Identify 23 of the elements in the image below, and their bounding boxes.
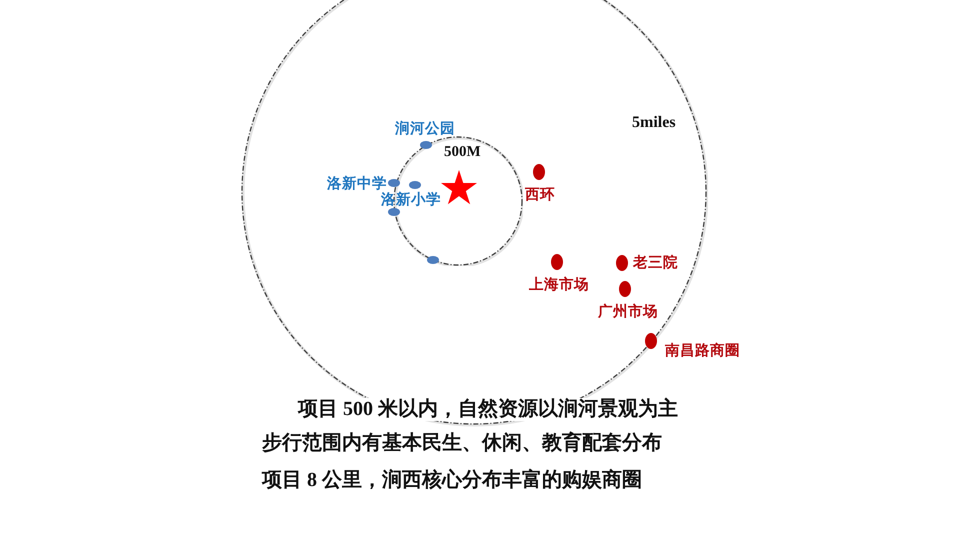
description-text: 项目 500 米以内，自然资源以涧河景观为主 — [298, 398, 678, 421]
description-text: 项目 8 公里，涧西核心分布丰富的购娱商圈 — [262, 469, 642, 492]
location-dot-icon — [388, 208, 400, 216]
location-dot-icon — [533, 164, 545, 180]
place-label: 洛新中学 — [327, 176, 387, 192]
location-dot-icon — [619, 281, 631, 297]
location-dot-icon — [551, 254, 563, 270]
distance-label: 5miles — [632, 114, 676, 132]
location-dot-icon — [616, 255, 628, 271]
location-dot-icon — [409, 181, 421, 189]
distance-label: 500M — [444, 144, 481, 162]
place-label: 老三院 — [633, 255, 678, 272]
location-dot-icon — [427, 256, 439, 264]
place-label: 上海市场 — [529, 277, 589, 294]
description-text: 步行范围内有基本民生、休闲、教育配套分布 — [262, 432, 662, 455]
location-dot-icon — [388, 179, 400, 187]
place-label: 南昌路商圈 — [665, 343, 740, 360]
star-icon — [440, 170, 478, 206]
place-label: 西环 — [525, 187, 555, 204]
place-label: 广州市场 — [598, 304, 658, 321]
place-label: 洛新小学 — [381, 192, 441, 209]
place-label: 涧河公园 — [395, 121, 455, 138]
location-dot-icon — [420, 141, 432, 149]
